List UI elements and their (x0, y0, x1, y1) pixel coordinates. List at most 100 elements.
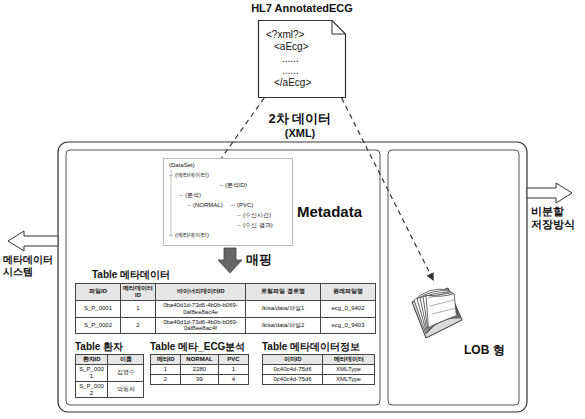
book-cover (412, 288, 462, 338)
column-header: 바이너리데이터ID (158, 288, 244, 295)
cell-value: XMLType (325, 366, 373, 373)
lob-label: LOB 형 (464, 344, 505, 358)
cell-value: 1 (221, 366, 247, 373)
mapping-label: 매핑 (246, 253, 272, 268)
table-title: Table 메타데이터정보 (262, 341, 360, 353)
tree-item: (DataSet) (169, 162, 195, 169)
dashed-connector (342, 98, 434, 280)
xml-line: ...... (282, 65, 299, 77)
cell-value: 4 (221, 376, 247, 383)
header-cell: 바이너리데이터ID (156, 284, 246, 301)
hollow-arrow (8, 231, 58, 251)
cell-value: S_P_0001 (78, 305, 119, 312)
table-cell: S_P_0001 (76, 364, 108, 381)
cell-value: ecg_0_9403 (323, 322, 374, 329)
cell-value: /kisa/data/파일2 (248, 322, 319, 329)
book-page (426, 294, 456, 328)
tree-item: (분석ID) (225, 182, 247, 189)
book-page (417, 291, 459, 333)
xml-line: <?xml?> (266, 29, 304, 41)
table-cell: XMLType (323, 364, 375, 374)
ecg-analysis-table: 메타IDNORMALPVC1228012994 (150, 354, 249, 385)
dashed-connector (222, 98, 265, 158)
tree-item: (PVC) (237, 202, 253, 209)
header-cell: 메타데이터 (323, 355, 375, 365)
metadata-panel (66, 150, 380, 405)
tree-item: (수신시간) (243, 212, 271, 219)
table-cell: 99 (181, 374, 219, 384)
table-cell: 1 (219, 364, 249, 374)
header-cell: 환자ID (76, 355, 108, 365)
hollow-arrow (527, 183, 572, 203)
cell-value: 2 (153, 376, 179, 383)
column-header: 메타데이터 (325, 356, 373, 363)
cell-value: 2280 (183, 366, 217, 373)
table-cell: 2 (151, 374, 181, 384)
header-cell: 로컬파일 경로명 (246, 284, 321, 301)
book-page (414, 289, 460, 334)
table-cell: /kisa/data/파일2 (246, 317, 321, 334)
tree-branch (179, 195, 183, 196)
patient-table: 환자ID 이름 S_P_0001 김영수 S_P_0002 박동자 (75, 354, 144, 398)
cell-value: S_P_0001 (78, 366, 106, 380)
table-title: Table 메타데이터 (92, 269, 170, 281)
table-cell: ecg_0_9402 (321, 300, 376, 317)
xml-line: </aEcg> (274, 77, 311, 89)
cell-value: /kisa/data/파일1 (248, 305, 319, 312)
tree-branch (237, 215, 241, 216)
book-lines (428, 292, 456, 314)
table-cell: 1 (121, 300, 156, 317)
tree-branch (219, 185, 223, 186)
table-cell: 박동자 (108, 381, 144, 398)
table-cell: S_P_0002 (76, 381, 108, 398)
cell-value: 1 (123, 305, 154, 312)
column-header: 메타ID (153, 356, 179, 363)
cell-value: XMLType (325, 376, 373, 383)
book-page (420, 292, 458, 331)
cell-value: 박동자 (110, 386, 142, 393)
cell-value: S_P_0002 (78, 383, 106, 397)
table-cell: 0ba40d1d-73d6-4b0b-b069-0af8ee8ac4f (156, 317, 246, 334)
tree-branch (171, 170, 172, 236)
table-cell: 1 (151, 364, 181, 374)
header-cell: PVC (219, 355, 249, 365)
xml-line: <aEcg> (274, 41, 308, 53)
tree-item: (분석) (185, 192, 201, 199)
column-header: 이미ID (265, 356, 321, 363)
metadata-tree-box: (DataSet) (메타데이터) (분석ID) (분석) (NORMAL) (PVC) (… (163, 158, 293, 246)
column-header: 이름 (110, 356, 142, 363)
header-cell: NORMAL (181, 355, 219, 365)
table-cell: S_P_0001 (76, 300, 121, 317)
header-cell: 이름 (108, 355, 144, 365)
tree-branch (231, 205, 235, 206)
cell-value: 0c40c4d-75d6 (265, 366, 321, 373)
tree-item: (메타데이터) (175, 232, 209, 239)
cell-value: 0c40c4d-75d6 (265, 376, 321, 383)
header-cell: 이미ID (263, 355, 323, 365)
column-header: 메타데이터ID (123, 285, 154, 299)
cell-value: 김영수 (110, 369, 142, 376)
cell-value: 0ba40d1d-73d6-4b0b-b069-0af8ee8ac4e (158, 302, 244, 316)
lob-storage: LOB 형 (408, 280, 509, 362)
table-cell: 0c40c4d-75d6 (263, 374, 323, 384)
tree-item: (NORMAL) (193, 202, 223, 209)
tree-branch (169, 175, 173, 176)
cell-value: 2 (123, 322, 154, 329)
column-header: NORMAL (183, 356, 217, 363)
tree-branch (187, 205, 191, 206)
table-cell: XMLType (323, 374, 375, 384)
table-cell: S_P_0002 (76, 317, 121, 334)
table-cell: 김영수 (108, 364, 144, 381)
mapping-arrow (218, 248, 242, 273)
data-caption: 2차 데이터 (250, 112, 350, 127)
tree-item: (수신 결과) (243, 222, 273, 229)
table-cell: /kisa/data/파일1 (246, 300, 321, 317)
column-header: 환자ID (78, 356, 106, 363)
document-fold (332, 21, 346, 35)
book-page (423, 293, 457, 330)
cell-value: 1 (153, 366, 179, 373)
cell-value: S_P_0002 (78, 322, 119, 329)
metadata-info-table: 이미ID메타데이터0c40c4d-75d6XMLType0c40c4d-75d6… (262, 354, 375, 385)
storage-panel (388, 150, 519, 405)
tree-frame (164, 159, 293, 246)
